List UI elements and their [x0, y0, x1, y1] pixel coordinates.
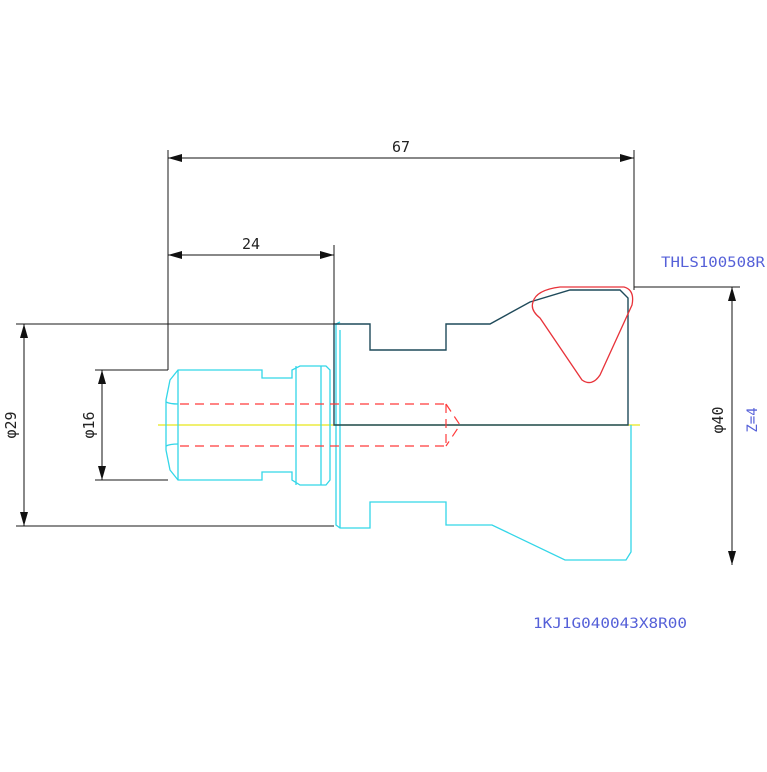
dim-40-label: φ40 [709, 406, 727, 433]
tool-body-outline [165, 321, 632, 561]
teeth-count-label: Z=4 [745, 407, 761, 432]
dim-29-label: φ29 [2, 411, 20, 438]
dimension-lines [20, 154, 736, 565]
tool-profile-top [333, 289, 629, 426]
insert-outline [531, 286, 634, 384]
dim-24-label: 24 [242, 235, 260, 253]
holder-code-label: THLS100508R [661, 255, 766, 271]
part-code-label: 1KJ1G040043X8R00 [533, 616, 687, 632]
dim-16-label: φ16 [80, 411, 98, 438]
hidden-hole [180, 403, 461, 447]
dim-67-label: 67 [392, 138, 410, 156]
extension-lines [16, 150, 740, 527]
